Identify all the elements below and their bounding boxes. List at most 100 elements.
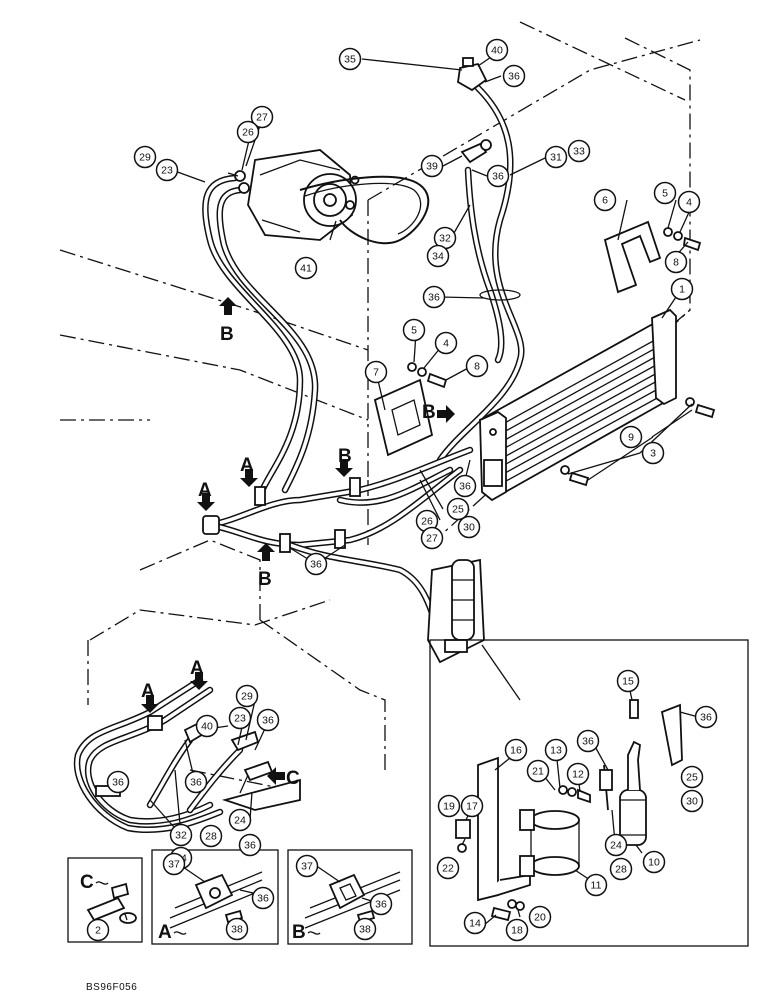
view-c-fitting [86, 882, 137, 924]
callout-23: 23 [155, 158, 179, 182]
flow-marker-b: B [219, 297, 237, 345]
callout-label: 3 [650, 448, 656, 460]
callout-label: 26 [421, 516, 433, 528]
flow-marker-a: A [190, 658, 208, 690]
callout-circle [593, 188, 617, 212]
callout-circle [199, 824, 223, 848]
callout-label: 20 [534, 912, 546, 924]
callout-15: 15 [616, 669, 640, 693]
callout-label: 25 [452, 504, 464, 516]
callout-label: 38 [359, 924, 371, 936]
callout-29: 29 [133, 145, 157, 169]
pressure-switch [457, 57, 488, 92]
callout-2: 2 [86, 918, 110, 942]
callout-circle [544, 145, 568, 169]
callout-label: 32 [439, 233, 451, 245]
callout-label: 5 [411, 325, 417, 337]
callout-circle [694, 705, 718, 729]
callout-circle [133, 145, 157, 169]
view-a-clamp [169, 871, 263, 929]
callout-circle [250, 105, 274, 129]
drive-belt [299, 175, 430, 245]
callout-label: 13 [550, 745, 562, 757]
callout-label: 37 [301, 861, 313, 873]
callout-label: 22 [442, 863, 454, 875]
callout-36: 36 [502, 64, 526, 88]
callout-24: 24 [604, 833, 628, 857]
callout-1: 1 [670, 277, 694, 301]
view-letter-a: A [158, 922, 172, 943]
callout-6: 6 [593, 188, 617, 212]
drawing-code: BS96F056 [86, 982, 137, 993]
callout-circle [670, 277, 694, 301]
callout-circle [505, 918, 529, 942]
callout-label: 36 [262, 715, 274, 727]
view-label-a: A [158, 922, 187, 943]
callout-8: 8 [465, 354, 489, 378]
callout-circle [485, 38, 509, 62]
arrow-icon [335, 459, 353, 477]
callout-11: 11 [584, 873, 608, 897]
callout-label: 15 [622, 676, 634, 688]
callout-14: 14 [463, 911, 487, 935]
callout-circle [641, 441, 665, 465]
callout-13: 13 [544, 738, 568, 762]
callout-circle [162, 852, 186, 876]
detail-box-receiver [429, 639, 749, 947]
callout-37: 37 [162, 852, 186, 876]
receiver-drier [427, 558, 485, 664]
callout-36: 36 [576, 729, 600, 753]
callout-label: 36 [257, 893, 269, 905]
callout-circle [338, 47, 362, 71]
callout-circle [184, 770, 208, 794]
callout-label: 29 [139, 152, 151, 164]
callout-circle [680, 765, 704, 789]
callout-circle [457, 515, 481, 539]
detail-box-c [67, 857, 143, 943]
callout-label: 36 [459, 481, 471, 493]
callout-circle [616, 669, 640, 693]
callout-36: 36 [251, 886, 275, 910]
callout-label: 36 [244, 840, 256, 852]
arrow-icon [267, 767, 285, 785]
callout-circle [169, 823, 193, 847]
callout-label: 16 [510, 745, 522, 757]
fitting-39 [460, 142, 488, 164]
callout-label: 4 [443, 338, 449, 350]
callout-circle [526, 759, 550, 783]
callout-22: 22 [436, 856, 460, 880]
flow-marker-letter: B [220, 324, 234, 345]
view-letter-c: C [80, 872, 94, 893]
callout-circle [294, 256, 318, 280]
callout-label: 34 [432, 251, 444, 263]
arrow-icon [240, 469, 258, 487]
callout-4: 4 [677, 190, 701, 214]
callout-label: 27 [256, 112, 268, 124]
callout-label: 12 [572, 769, 584, 781]
view-label-b: B [292, 922, 321, 943]
callout-label: 11 [591, 880, 602, 892]
callout-27: 27 [250, 105, 274, 129]
flow-marker-b: B [257, 543, 275, 590]
callout-label: 40 [201, 721, 213, 733]
arrow-icon [197, 493, 215, 511]
callout-3: 3 [641, 441, 665, 465]
callout-36: 36 [453, 474, 477, 498]
flow-marker-b: B [422, 402, 455, 423]
callout-circle [604, 833, 628, 857]
callout-label: 14 [469, 918, 481, 930]
callout-28: 28 [199, 824, 223, 848]
callout-circle [567, 139, 591, 163]
callout-circle [236, 120, 260, 144]
callout-label: 36 [582, 736, 594, 748]
callout-circle [642, 850, 666, 874]
callout-9: 9 [619, 425, 643, 449]
callout-16: 16 [504, 738, 528, 762]
callout-36: 36 [422, 285, 446, 309]
callout-circle [544, 738, 568, 762]
callout-label: 6 [602, 195, 608, 207]
callout-circle [576, 729, 600, 753]
callout-label: 30 [463, 522, 475, 534]
callout-40: 40 [485, 38, 509, 62]
callout-circle [436, 856, 460, 880]
